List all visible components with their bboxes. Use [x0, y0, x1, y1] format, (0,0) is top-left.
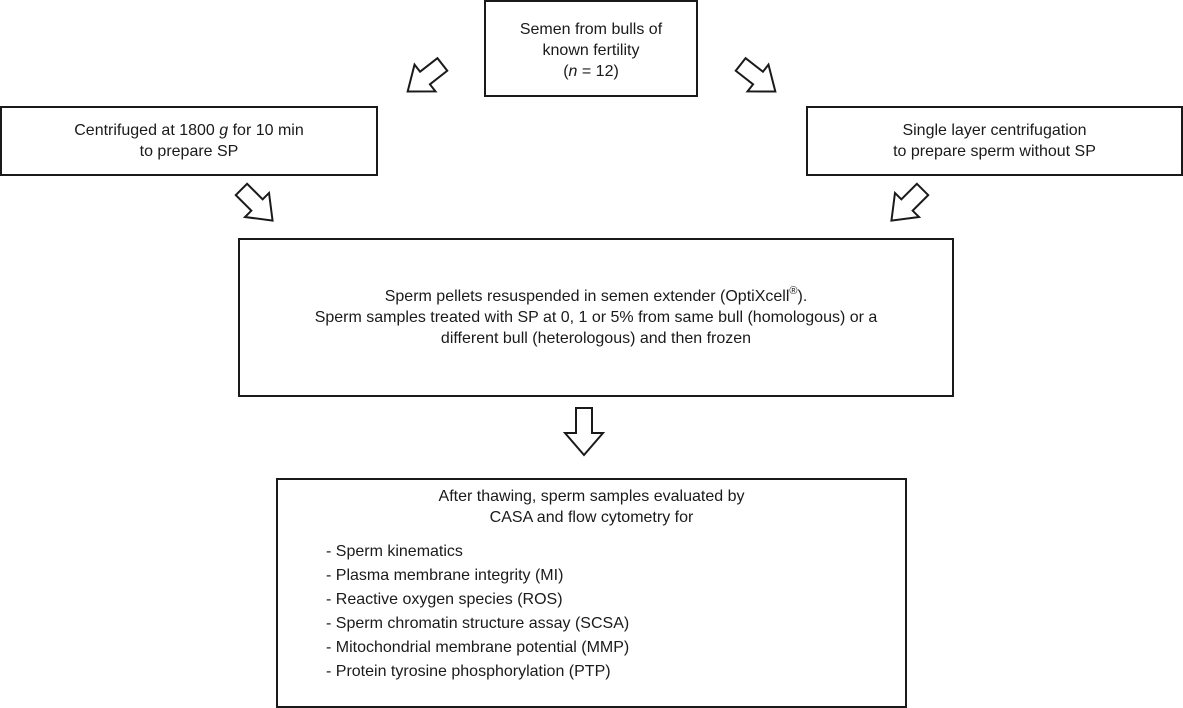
- box-top-line-2: known fertility: [542, 42, 640, 59]
- list-item: - Mitochondrial membrane potential (MMP): [326, 639, 630, 656]
- arrow-middle-to-bottom: [562, 407, 606, 457]
- box-top-n-rest: = 12): [577, 63, 619, 80]
- box-right-line-2: to prepare sperm without SP: [893, 143, 1096, 160]
- arrow-top-to-left: [406, 56, 449, 93]
- list-item: - Sperm kinematics: [326, 543, 463, 560]
- arrow-right-to-middle: [890, 182, 930, 222]
- box-top-line-3: (n = 12): [563, 61, 619, 82]
- box-middle-line-1a: Sperm pellets resuspended in semen exten…: [384, 288, 790, 305]
- box-sperm-treatment: Sperm pellets resuspended in semen exten…: [238, 238, 954, 397]
- box-middle-line-2: Sperm samples treated with SP at 0, 1 or…: [314, 309, 878, 326]
- registered-mark: ®: [789, 284, 798, 297]
- list-item: - Protein tyrosine phosphorylation (PTP): [326, 663, 611, 680]
- box-evaluation: After thawing, sperm samples evaluated b…: [276, 478, 907, 708]
- box-top-line-1: Semen from bulls of: [519, 21, 663, 38]
- box-centrifuged-sp: Centrifuged at 1800 g for 10 min to prep…: [0, 106, 378, 176]
- box-left-line-2: to prepare SP: [139, 143, 239, 160]
- box-middle-line-1b: ).: [797, 288, 808, 305]
- box-top-n-variable: n: [568, 63, 578, 80]
- arrow-left-to-middle: [234, 182, 274, 222]
- box-right-line-1: Single layer centrifugation: [902, 122, 1087, 139]
- box-left-line-1b: for 10 min: [228, 122, 304, 139]
- arrow-top-to-right: [734, 56, 777, 93]
- box-left-line-1: Centrifuged at 1800 g for 10 min: [74, 120, 304, 141]
- box-semen-source: Semen from bulls of known fertility (n =…: [484, 0, 698, 97]
- list-item: - Reactive oxygen species (ROS): [326, 591, 563, 608]
- box-left-line-1a: Centrifuged at 1800: [74, 122, 220, 139]
- box-left-g-unit: g: [219, 122, 229, 139]
- box-bottom-intro-line-2: CASA and flow cytometry for: [489, 509, 694, 526]
- box-middle-line-1: Sperm pellets resuspended in semen exten…: [384, 284, 808, 307]
- box-bottom-intro-line-1: After thawing, sperm samples evaluated b…: [438, 488, 745, 505]
- list-item: - Plasma membrane integrity (MI): [326, 567, 564, 584]
- box-single-layer-centrifugation: Single layer centrifugation to prepare s…: [806, 106, 1183, 176]
- box-middle-line-3: different bull (heterologous) and then f…: [440, 330, 752, 347]
- list-item: - Sperm chromatin structure assay (SCSA): [326, 615, 630, 632]
- box-bottom-intro: After thawing, sperm samples evaluated b…: [278, 486, 905, 528]
- box-top-n-open: (: [563, 63, 569, 80]
- evaluation-list: - Sperm kinematics - Plasma membrane int…: [326, 540, 629, 684]
